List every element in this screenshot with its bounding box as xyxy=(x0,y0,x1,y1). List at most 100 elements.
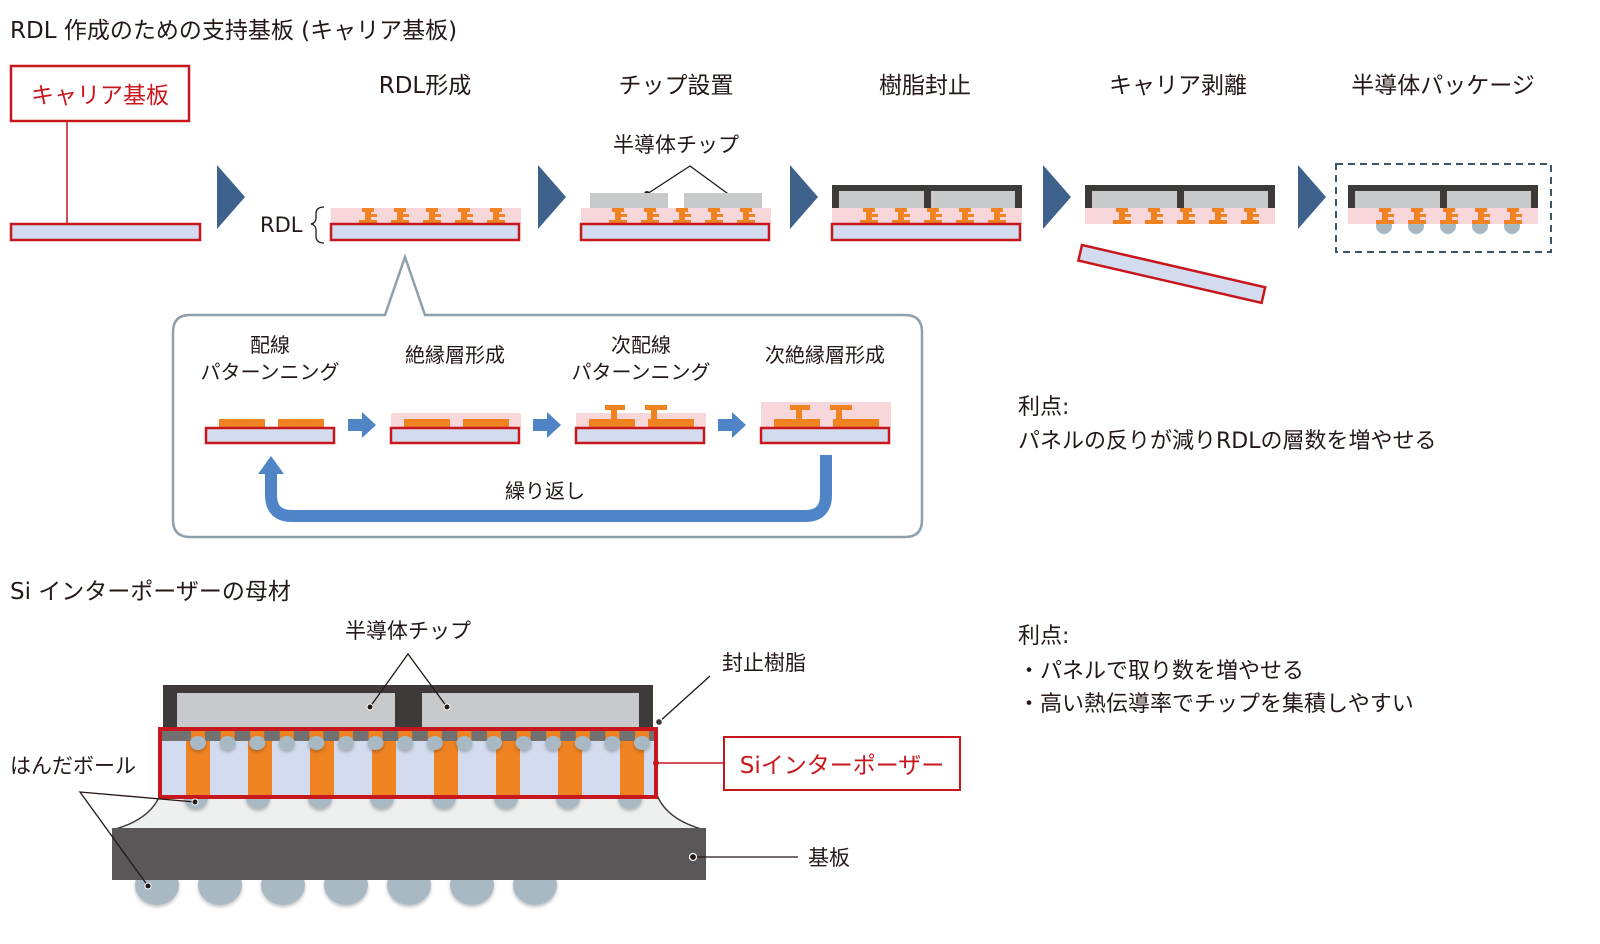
micro-bump xyxy=(249,736,266,750)
rdl-via-pad xyxy=(959,208,971,212)
rdl-trace xyxy=(1384,214,1394,217)
rdl-insulator xyxy=(581,208,771,224)
substep-4-diagram xyxy=(759,402,891,445)
rdl-trace xyxy=(713,214,723,217)
rdl-trace xyxy=(367,214,377,217)
substep-3-line1: 次配線 xyxy=(611,333,671,357)
rdl-trace xyxy=(463,214,473,217)
rdl-via-base xyxy=(1209,220,1227,224)
substep-3-diagram xyxy=(574,405,706,445)
rdl-via-pad xyxy=(1244,208,1256,212)
repeat-label: 繰り返し xyxy=(505,479,585,503)
rdl-insulator xyxy=(1085,208,1275,224)
rdl-via-pad xyxy=(1379,208,1391,212)
rdl-via-base xyxy=(1376,220,1394,224)
substep-arrow-3 xyxy=(718,412,746,438)
advantage2-line-2: ・高い熱伝導率でチップを集積しやすい xyxy=(1018,692,1414,717)
section2-title: Si インターポーザーの母材 xyxy=(10,579,291,605)
rdl-via-base xyxy=(956,220,974,224)
rdl-via-pad xyxy=(740,208,752,212)
rdl-via-base xyxy=(423,220,441,224)
rdl-trace xyxy=(1512,214,1522,217)
rdl-via-pad xyxy=(991,208,1003,212)
rdl-via-base xyxy=(609,220,627,224)
mold-leader xyxy=(658,675,711,723)
step-label-carrier-release: キャリア剥離 xyxy=(1109,73,1247,99)
rdl-via-pad xyxy=(1475,208,1487,212)
rdl-via-base xyxy=(1440,220,1458,224)
rdl-via-pad xyxy=(895,208,907,212)
rdl-via-pad xyxy=(676,208,688,212)
rdl-via-pad xyxy=(458,208,470,212)
chip-leader xyxy=(369,652,448,708)
tsv xyxy=(186,741,210,797)
micro-bump xyxy=(338,736,354,750)
advantage1-heading: 利点: xyxy=(1018,395,1069,420)
substep-1-line1: 配線 xyxy=(250,333,290,357)
rdl-trace xyxy=(900,214,910,217)
rdl-insulator xyxy=(832,208,1022,224)
detail-bubble xyxy=(171,253,924,539)
substrate-label: 基板 xyxy=(808,846,850,870)
rdl-via-pad xyxy=(490,208,502,212)
rdl-via-base xyxy=(924,220,942,224)
repeat-arrowhead xyxy=(258,456,284,474)
chip xyxy=(1355,191,1440,208)
micro-bump xyxy=(426,736,443,750)
micro-bump xyxy=(515,736,532,750)
si-interposer xyxy=(160,729,656,797)
rdl-trace xyxy=(996,214,1006,217)
interposer-label: Siインターポーザー xyxy=(740,753,945,779)
substep-1-diagram xyxy=(204,419,336,445)
rdl-trace xyxy=(1416,214,1426,217)
rdl-trace xyxy=(868,214,878,217)
substep-4-line1: 次絶縁層形成 xyxy=(765,343,885,367)
advantage2-line-1: ・パネルで取り数を増やせる xyxy=(1018,659,1304,684)
tsv xyxy=(496,741,520,797)
rdl-trace xyxy=(399,214,409,217)
carrier-substrate xyxy=(579,222,771,242)
rdl-via-base xyxy=(1408,220,1426,224)
rdl-via-pad xyxy=(1148,208,1160,212)
rdl-via-base xyxy=(673,220,691,224)
chip xyxy=(590,193,668,208)
chip-placement-stack xyxy=(579,193,771,242)
mold-label: 封止樹脂 xyxy=(722,651,806,675)
rdl-trace xyxy=(1121,214,1131,217)
rdl-trace xyxy=(649,214,659,217)
rdl-trace xyxy=(495,214,505,217)
chip xyxy=(684,193,762,208)
rdl-trace xyxy=(964,214,974,217)
rdl-via-pad xyxy=(927,208,939,212)
rdl-via-pad xyxy=(708,208,720,212)
chip xyxy=(931,191,1015,208)
rdl-trace xyxy=(932,214,942,217)
released-carrier xyxy=(1076,243,1267,305)
rdl-via-base xyxy=(487,220,505,224)
flow-arrow-1 xyxy=(217,165,245,229)
chip-left xyxy=(177,693,395,730)
rdl-via-base xyxy=(1177,220,1195,224)
rdl-via-base xyxy=(860,220,878,224)
step-label-package: 半導体パッケージ xyxy=(1351,73,1535,99)
rdl-via-pad xyxy=(426,208,438,212)
package-stack xyxy=(1348,185,1538,234)
rdl-trace xyxy=(745,214,755,217)
tsv xyxy=(372,741,396,797)
rdl-trace xyxy=(1185,214,1195,217)
carrier-release-stack xyxy=(1085,185,1275,224)
micro-bump xyxy=(219,736,236,750)
chip xyxy=(1092,191,1177,208)
rdl-trace xyxy=(1480,214,1490,217)
micro-bump xyxy=(574,736,591,750)
rdl-trace xyxy=(1217,214,1227,217)
substep-1-line2: パターンニング xyxy=(201,360,340,384)
chip-right xyxy=(422,693,639,730)
substep-3-line2: パターンニング xyxy=(572,360,711,384)
rdl-layer-stack xyxy=(329,208,521,242)
rdl-via-base xyxy=(892,220,910,224)
rdl-via-base xyxy=(359,220,377,224)
carrier-label: キャリア基板 xyxy=(31,83,169,109)
rdl-via-pad xyxy=(1411,208,1423,212)
rdl-trace xyxy=(1153,214,1163,217)
